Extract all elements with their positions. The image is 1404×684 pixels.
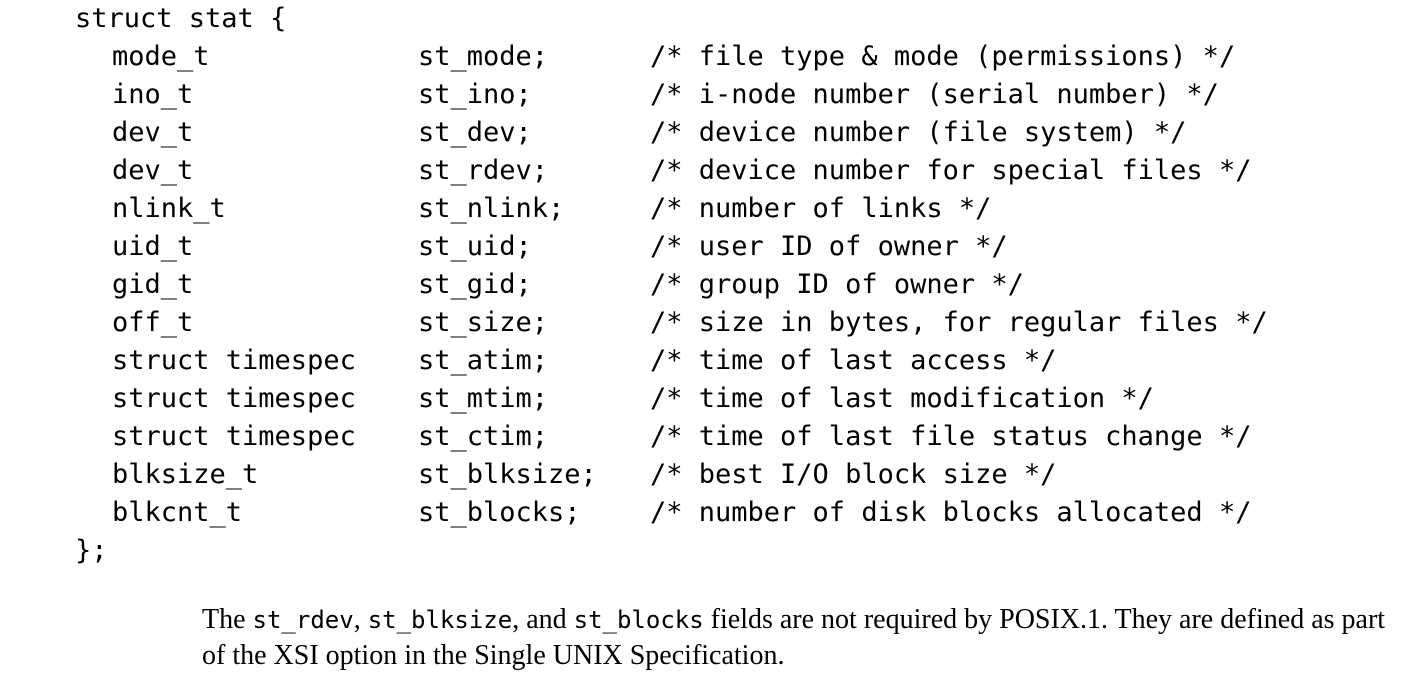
member-comment: /* device number (file system) */: [650, 117, 1187, 148]
member-comment: /* size in bytes, for regular files */: [650, 307, 1268, 338]
struct-member-line: struct timespec st_mtim; /* time of last m…: [75, 380, 1268, 418]
struct-member-line: nlink_t st_nlink; /* number of links */: [75, 190, 1268, 228]
struct-member-line: gid_t st_gid; /* group ID of owner */: [75, 266, 1268, 304]
member-type: nlink_t: [112, 193, 226, 224]
member-type: struct timespec: [112, 421, 356, 452]
member-type: gid_t: [112, 269, 194, 300]
struct-stat-code-block: struct stat { mode_t st_mode; /* file type …: [75, 0, 1268, 570]
struct-member-line: uid_t st_uid; /* user ID of owner */: [75, 228, 1268, 266]
member-type: mode_t: [112, 41, 210, 72]
member-name: st_dev;: [418, 117, 532, 148]
member-comment: /* i-node number (serial number) */: [650, 79, 1219, 110]
member-name: st_blocks;: [418, 497, 581, 528]
struct-member-line: blksize_t st_blksize; /* best I/O block si…: [75, 456, 1268, 494]
member-name: st_mtim;: [418, 383, 549, 414]
member-comment: /* number of links */: [650, 193, 992, 224]
struct-close-line: };: [75, 535, 108, 566]
explanatory-paragraph: The st_rdev, st_blksize, and st_blocks f…: [202, 602, 1392, 674]
struct-member-line: mode_t st_mode; /* file type & mode (permi…: [75, 38, 1268, 76]
struct-open-line: struct stat {: [75, 3, 287, 34]
member-type: struct timespec: [112, 345, 356, 376]
member-name: st_gid;: [418, 269, 532, 300]
member-comment: /* time of last modification */: [650, 383, 1154, 414]
struct-member-line: off_t st_size; /* size in bytes, for regul…: [75, 304, 1268, 342]
struct-member-line: blkcnt_t st_blocks; /* number of disk bloc…: [75, 494, 1268, 532]
member-name: st_size;: [418, 307, 549, 338]
member-comment: /* number of disk blocks allocated */: [650, 497, 1252, 528]
struct-member-line: dev_t st_dev; /* device number (file syste…: [75, 114, 1268, 152]
field-name-rdev: st_rdev: [252, 606, 354, 634]
member-name: st_blksize;: [418, 459, 597, 490]
struct-member-line: struct timespec st_atim; /* time of last a…: [75, 342, 1268, 380]
struct-member-line: ino_t st_ino; /* i-node number (serial num…: [75, 76, 1268, 114]
note-text: The: [202, 604, 253, 635]
member-comment: /* file type & mode (permissions) */: [650, 41, 1236, 72]
member-name: st_nlink;: [418, 193, 565, 224]
member-name: st_uid;: [418, 231, 532, 262]
note-text: , and: [512, 604, 574, 635]
member-name: st_ino;: [418, 79, 532, 110]
member-type: uid_t: [112, 231, 194, 262]
member-type: ino_t: [112, 79, 194, 110]
member-comment: /* device number for special files */: [650, 155, 1252, 186]
member-comment: /* time of last access */: [650, 345, 1057, 376]
member-type: off_t: [112, 307, 194, 338]
member-name: st_mode;: [418, 41, 549, 72]
note-text: ,: [353, 604, 368, 635]
field-name-blksize: st_blksize: [367, 606, 513, 634]
member-type: blksize_t: [112, 459, 259, 490]
member-comment: /* time of last file status change */: [650, 421, 1252, 452]
member-type: blkcnt_t: [112, 497, 243, 528]
member-comment: /* user ID of owner */: [650, 231, 1008, 262]
field-name-blocks: st_blocks: [573, 606, 704, 634]
member-comment: /* group ID of owner */: [650, 269, 1024, 300]
member-name: st_atim;: [418, 345, 549, 376]
member-comment: /* best I/O block size */: [650, 459, 1057, 490]
struct-member-line: struct timespec st_ctim; /* time of last f…: [75, 418, 1268, 456]
member-name: st_rdev;: [418, 155, 549, 186]
struct-member-line: dev_t st_rdev; /* device number for specia…: [75, 152, 1268, 190]
member-type: dev_t: [112, 155, 194, 186]
member-type: dev_t: [112, 117, 194, 148]
member-name: st_ctim;: [418, 421, 549, 452]
note-text: fields are not required by POSIX.1. They…: [202, 604, 1386, 671]
member-type: struct timespec: [112, 383, 356, 414]
